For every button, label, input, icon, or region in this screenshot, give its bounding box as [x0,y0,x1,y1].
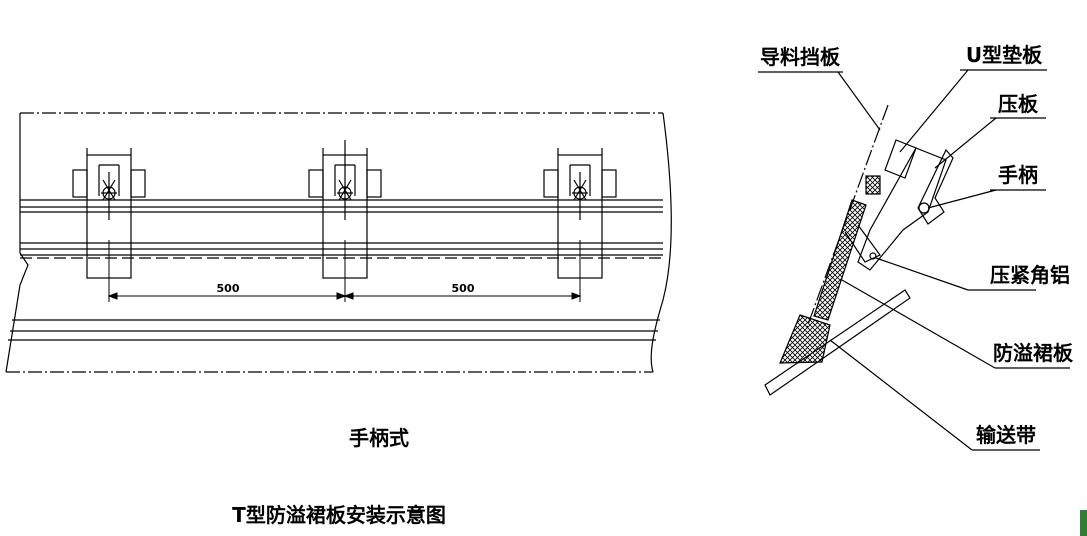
skirt-board [813,199,867,321]
left-edge [5,113,29,373]
clamp-angle-bolt [869,252,877,260]
leader-u-shim [899,69,969,153]
guide-baffle-line [805,104,889,331]
label-guide-baffle: 导料挡板 [760,45,841,69]
leader-skirt-board [841,279,996,369]
handle-lever [917,148,954,225]
dimension-lines [107,240,582,302]
leader-clamp-angle [875,257,969,291]
leader-handle [927,189,997,209]
corner-mark [1080,510,1087,536]
handle-pivot [918,202,930,214]
label-conveyor-belt: 输送带 [976,423,1036,447]
label-handle: 手柄 [998,163,1038,187]
u-shim-plate [884,139,917,179]
leader-press-plate [934,117,997,169]
label-skirt-board: 防溢裙板 [993,341,1074,365]
bolt-block [865,175,881,195]
press-plate-body [857,147,947,271]
leader-conveyor [829,339,973,451]
front-view [5,112,672,373]
right-edge [650,112,672,373]
skirt-board-tip [779,314,831,364]
side-view [758,69,1070,451]
dimension-left-label: 500 [217,282,240,295]
label-clamp-angle: 压紧角铝 [990,263,1070,287]
leader-guide-baffle [837,71,881,131]
conveyor-belt [764,289,911,396]
front-view-caption: 手柄式 [349,426,409,450]
dimension-right-label: 500 [452,282,475,295]
drawing-title: T型防溢裙板安装示意图 [232,503,446,527]
label-u-shim: U型垫板 [966,43,1043,67]
label-press-plate: 压板 [998,92,1039,116]
